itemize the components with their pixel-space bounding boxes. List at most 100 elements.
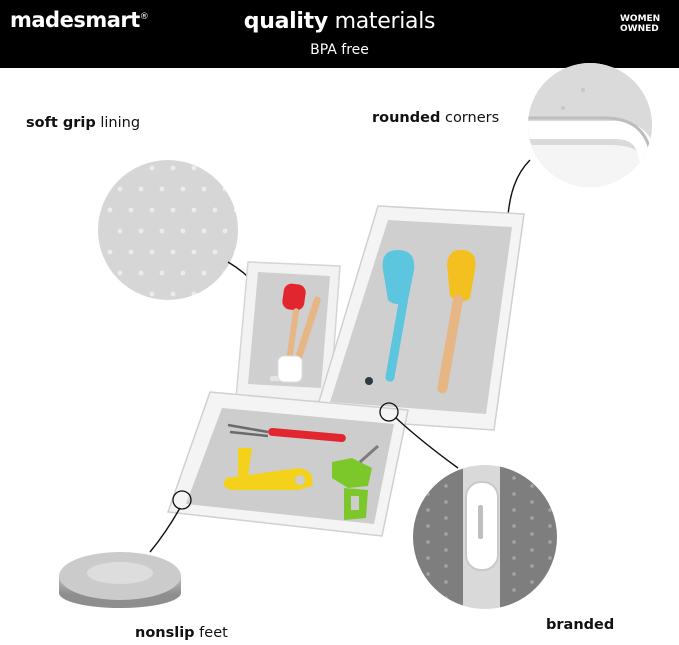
lining-dot [530,564,534,568]
grip-dot [180,228,186,234]
grip-dot [149,249,155,255]
grip-dot [212,291,218,297]
lining-dot [548,604,552,608]
label-branded: branded [546,617,615,633]
soft-grip-detail-circle [98,160,249,300]
lining-dot [512,572,516,576]
branded-target-ring [379,402,399,422]
lining-dot [426,556,430,560]
lining-dot [548,492,552,496]
lining-dot [548,588,552,592]
lining-dot [444,532,448,536]
grip-dot [233,207,238,213]
grip-dot [212,249,218,255]
grip-dot [149,207,155,213]
lining-dot [426,572,430,576]
lining-dot [512,604,516,608]
nonslip-foot-detail [59,552,181,608]
grip-dot [191,165,197,171]
lining-dot [512,492,516,496]
grip-dot [233,165,238,171]
label-soft-grip: soft grip lining [26,115,141,131]
lining-dot [426,508,430,512]
grip-dot [159,186,165,192]
lining-dot [530,548,534,552]
grip-dot [149,291,155,297]
grip-dot [138,228,144,234]
grip-dot [222,186,228,192]
grip-dot [128,291,134,297]
grip-dot [159,228,165,234]
grip-dot [180,270,186,276]
grip-dot [212,165,218,171]
lining-dot [548,572,552,576]
grip-dot [107,207,113,213]
lining-dot [444,564,448,568]
lining-dot [530,516,534,520]
large-tray [313,205,525,431]
nonslip-target-ring [172,490,192,510]
grip-dot [212,207,218,213]
branded-detail-circle [413,465,557,616]
grip-dot [170,249,176,255]
grip-dot [149,165,155,171]
lining-dot [530,500,534,504]
label-rounded-corners: rounded corners [372,110,500,126]
grip-dot [191,291,197,297]
grip-dot [117,228,123,234]
grip-dot [128,165,134,171]
lining-dot [548,476,552,480]
grip-dot [191,207,197,213]
grip-dot [138,270,144,276]
lining-dot [530,580,534,584]
grip-dot [117,186,123,192]
grip-dot [107,249,113,255]
grip-dot [233,249,238,255]
grip-dot [244,229,249,234]
lining-dot [548,556,552,560]
lining-dot [444,500,448,504]
lining-dot [530,596,534,600]
grip-dot [117,270,123,276]
rounded-corners-leader-line [507,159,531,216]
medium-tray [166,391,409,537]
lining-dot [530,532,534,536]
lining-dot [530,612,534,616]
lining-dot [444,548,448,552]
lining-dot [444,580,448,584]
lining-dot [444,516,448,520]
grip-dot [201,270,207,276]
lining-dot [444,612,448,616]
grip-dot [191,249,197,255]
grip-dot [159,270,165,276]
branded-leader-line [395,417,459,469]
lining-dot [426,604,430,608]
grip-dot [233,291,238,297]
nonslip-leader-line [149,507,181,553]
grip-dot [201,228,207,234]
small-tray [235,261,341,403]
lining-dot [426,476,430,480]
headline: quality materials [243,9,436,34]
grip-dot [128,249,134,255]
subheadline: BPA free [310,42,369,58]
lining-dot [426,540,430,544]
lining-dot [548,524,552,528]
grip-dot [244,187,249,192]
header-bar: madesmart® quality materials BPA free WO… [0,0,679,68]
grip-dot [107,291,113,297]
lining-dot [512,556,516,560]
lining-dot [444,484,448,488]
lining-dot [444,596,448,600]
lining-dot [426,524,430,528]
grip-dot [222,228,228,234]
lining-dot [512,540,516,544]
rounded-corners-detail-circle [528,63,652,187]
grip-dot [180,186,186,192]
grip-dot [170,207,176,213]
lining-dot [426,588,430,592]
lining-dot [426,492,430,496]
lining-dot [530,484,534,488]
